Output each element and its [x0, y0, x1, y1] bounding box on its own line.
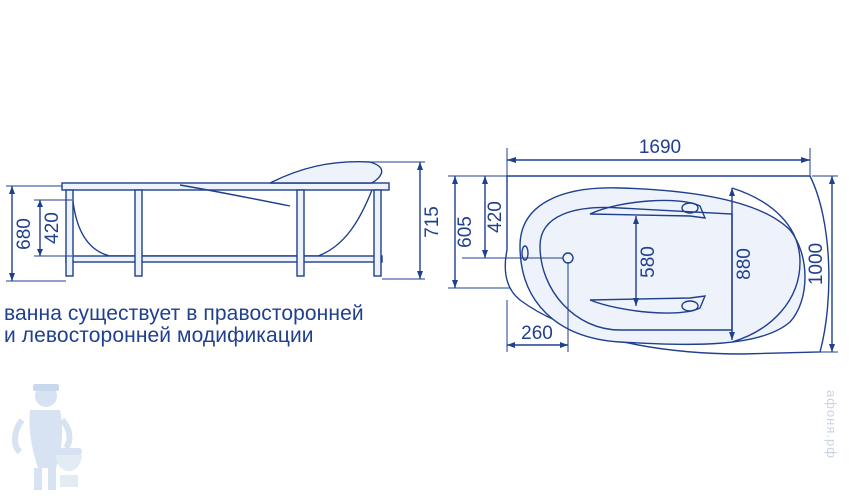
note-line-2: и левосторонней модификации: [4, 324, 314, 347]
dimension-label: 580: [638, 246, 659, 278]
top-view-bowl: [519, 187, 806, 346]
top-view-handle: [589, 199, 707, 219]
dimension-label: 420: [42, 212, 63, 244]
top-view-outline: [504, 175, 830, 355]
watermark: афоня.рф: [824, 390, 839, 459]
dimension-label: 1690: [639, 137, 681, 158]
side-view-leg: [373, 189, 382, 277]
dimension-label: 420: [485, 201, 506, 233]
side-view-rim: [61, 182, 390, 191]
top-view-headrest: [731, 187, 801, 343]
top-view: 1690 605 420 580 880 1000: [448, 137, 838, 355]
dimension-label: 715: [422, 206, 443, 238]
side-view-frame-bar: [65, 255, 383, 263]
dimension-label: 605: [455, 216, 476, 248]
dimension-label: 1000: [806, 243, 827, 285]
plumber-mascot-icon: [12, 384, 82, 490]
dimension-label: 880: [734, 248, 755, 280]
side-view-leg: [134, 189, 143, 277]
side-view: 680 420 715: [6, 161, 443, 282]
top-view-handle: [589, 295, 707, 314]
dimension-label: 680: [14, 218, 35, 250]
note-line-1: ванна существует в правосторонней: [4, 302, 364, 325]
side-view-headrest: [269, 161, 383, 184]
side-view-leg: [296, 189, 305, 277]
side-view-headrest-curve: [179, 184, 291, 207]
side-view-leg: [65, 189, 74, 277]
top-view-overflow: [521, 245, 529, 261]
dimension-label: 260: [521, 323, 553, 344]
side-view-shell: [71, 189, 373, 257]
